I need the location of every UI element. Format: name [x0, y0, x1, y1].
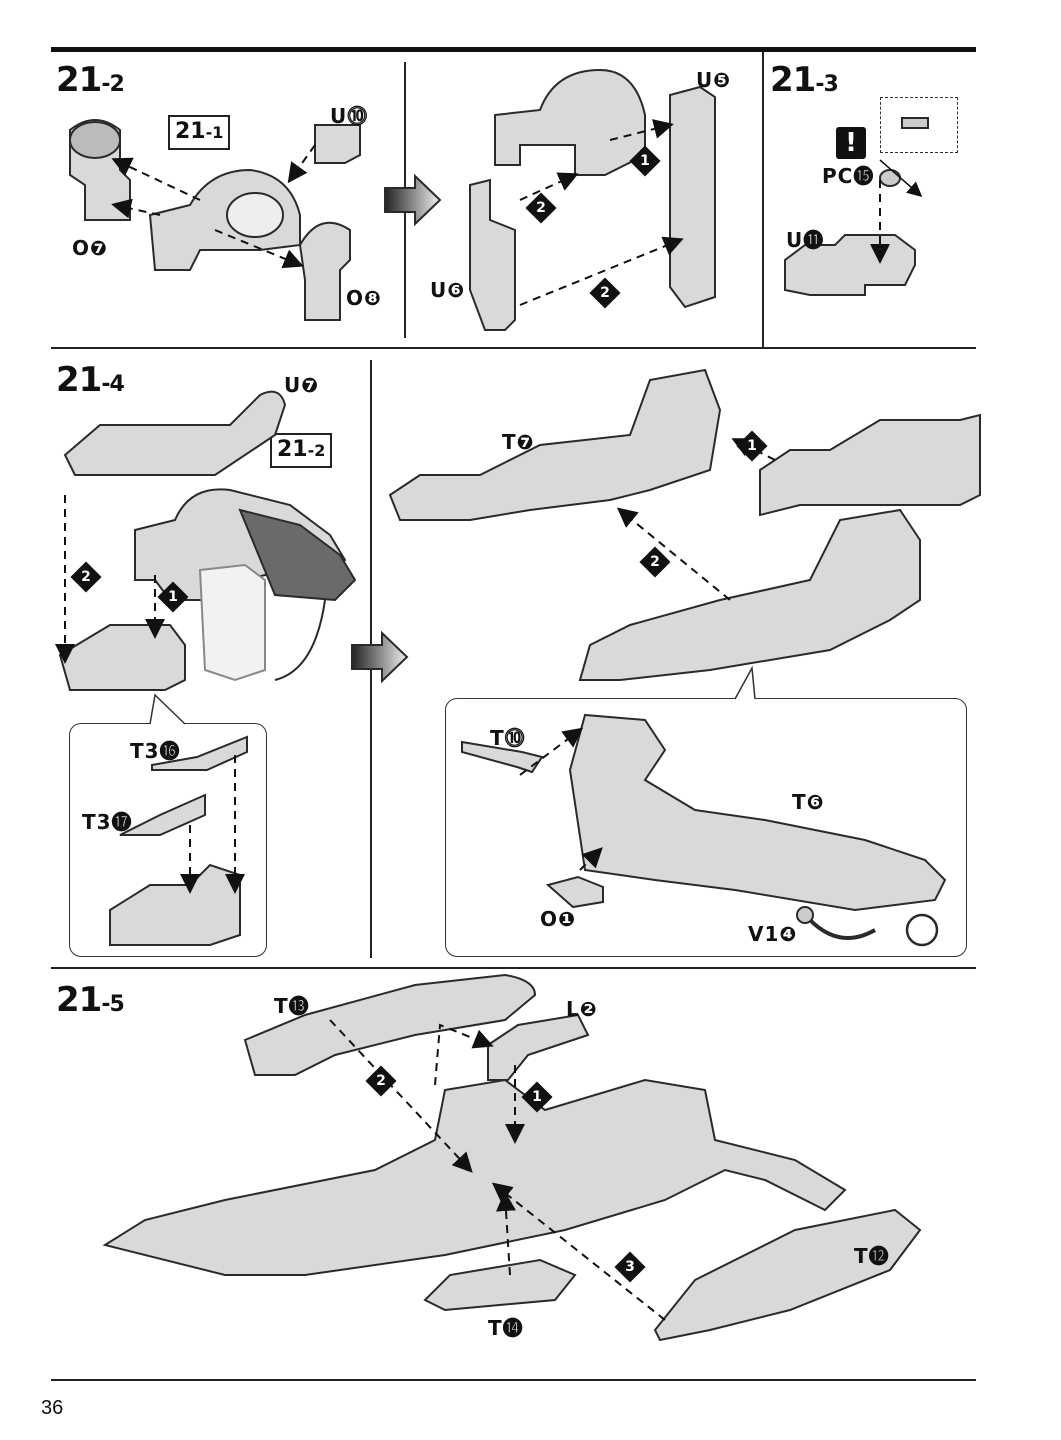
- label-u5: U❺: [696, 68, 732, 92]
- part-t3-16: [151, 735, 248, 771]
- label-t10: T⓾: [490, 726, 526, 750]
- label-t13: T⓭: [274, 994, 310, 1018]
- part-t3-frame: [109, 863, 241, 946]
- page-number: 36: [41, 1397, 64, 1419]
- order-badge-1: 1: [629, 145, 661, 177]
- label-t6: T❻: [792, 790, 825, 814]
- no-cut-icon: [905, 913, 939, 947]
- rule-bottom: [51, 1379, 976, 1381]
- order-badge-2: 2: [525, 192, 557, 224]
- order-badge-2: 2: [639, 546, 671, 578]
- label-u11: U⓫: [786, 228, 825, 252]
- label-t7: T❼: [502, 430, 535, 454]
- detail-box-pc15: [880, 97, 958, 153]
- part-mid-assembly: [578, 508, 921, 681]
- label-o7: O❼: [72, 236, 108, 260]
- part-ghost-piece: [198, 563, 266, 682]
- order-badge-1: 1: [521, 1081, 553, 1113]
- step-21-2-title: 21-2: [56, 60, 125, 100]
- step-21-5-title: 21-5: [56, 980, 125, 1020]
- part-upper-assembly: [494, 68, 646, 176]
- part-u5: [669, 85, 716, 309]
- warning-icon: !: [836, 127, 866, 159]
- part-u7: [63, 390, 287, 476]
- order-badge-2: 2: [70, 561, 102, 593]
- divider-21-3: [762, 52, 764, 348]
- order-badge-2: 2: [365, 1065, 397, 1097]
- part-lower-frame: [58, 624, 186, 691]
- label-t3-17: T3⓱: [82, 810, 133, 834]
- label-l2: L❷: [566, 997, 598, 1021]
- part-t10: [461, 740, 544, 774]
- part-t7: [388, 368, 722, 521]
- part-u10: [314, 124, 361, 164]
- ref-21-2: 21-2: [270, 433, 333, 468]
- part-l2: [487, 1013, 590, 1081]
- order-badge-3: 3: [614, 1251, 646, 1283]
- label-o1: O❶: [540, 907, 576, 931]
- rule-row2: [51, 967, 976, 969]
- step-21-3-title: 21-3: [770, 60, 839, 100]
- part-main-body: [102, 1078, 847, 1276]
- part-v1-4: [808, 918, 876, 940]
- ref-21-1: 21-1: [168, 115, 231, 150]
- part-o8: [298, 221, 351, 321]
- part-right-frame: [759, 413, 981, 517]
- part-t12: [653, 1208, 922, 1342]
- label-t3-16: T3⓰: [130, 739, 181, 763]
- part-o1: [545, 875, 604, 909]
- part-t3-17: [119, 793, 206, 836]
- label-u7: U❼: [284, 373, 320, 397]
- rule-row1: [51, 347, 976, 349]
- label-pc15: PC⓯: [822, 164, 875, 188]
- part-t13: [243, 973, 537, 1076]
- label-t12: T⓬: [854, 1244, 890, 1268]
- label-v1-4: V1❹: [748, 922, 798, 946]
- part-t6: [568, 713, 947, 912]
- label-o8: O❽: [346, 286, 382, 310]
- step-21-4-title: 21-4: [56, 360, 125, 400]
- label-u10: U⓾: [330, 104, 369, 128]
- label-u6: U❻: [430, 278, 466, 302]
- order-badge-2: 2: [589, 277, 621, 309]
- order-badge-1: 1: [157, 581, 189, 613]
- part-t14: [423, 1258, 577, 1312]
- part-u6: [469, 178, 516, 331]
- top-rule: [51, 47, 976, 52]
- order-badge-1: 1: [736, 430, 768, 462]
- label-t14: T⓮: [488, 1316, 524, 1340]
